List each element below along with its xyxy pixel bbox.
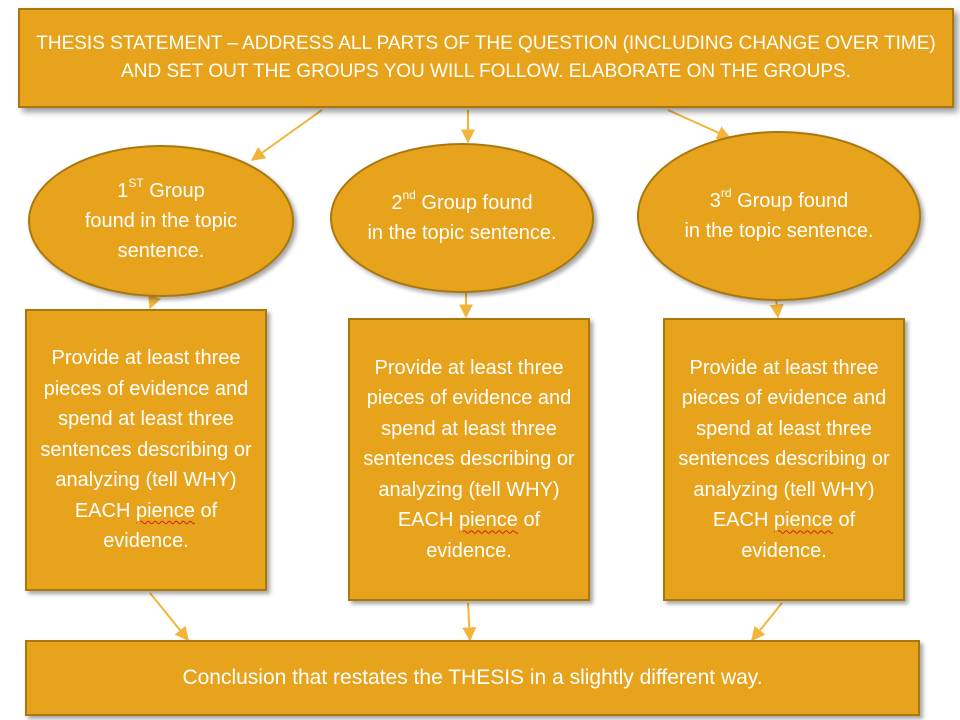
connector-evidence-3-conclusion [751,602,783,642]
evidence-box-2: Provide at least three pieces of evidenc… [348,318,590,601]
spellcheck-misspelled-word: pience [773,509,833,532]
spellcheck-misspelled-word: pience [458,509,518,532]
spellcheck-misspelled-word: pience [135,499,195,522]
evidence-3-text: Provide at least three pieces of evidenc… [678,356,890,562]
connector-evidence-2-conclusion [462,602,477,642]
connector-evidence-1-conclusion [149,592,189,642]
connector-thesis-group-1 [250,109,323,161]
thesis-statement-box: THESIS STATEMENT – ADDRESS ALL PARTS OF … [18,8,954,108]
connector-thesis-group-3 [667,109,732,140]
thesis-statement-text: THESIS STATEMENT – ADDRESS ALL PARTS OF … [36,33,936,82]
evidence-box-3: Provide at least three pieces of evidenc… [663,318,905,601]
conclusion-box: Conclusion that restates the THESIS in a… [25,640,920,716]
conclusion-text: Conclusion that restates the THESIS in a… [182,666,763,689]
evidence-box-1: Provide at least three pieces of evidenc… [25,309,267,591]
evidence-1-text: Provide at least three pieces of evidenc… [40,347,252,553]
evidence-2-text: Provide at least three pieces of evidenc… [363,356,575,562]
